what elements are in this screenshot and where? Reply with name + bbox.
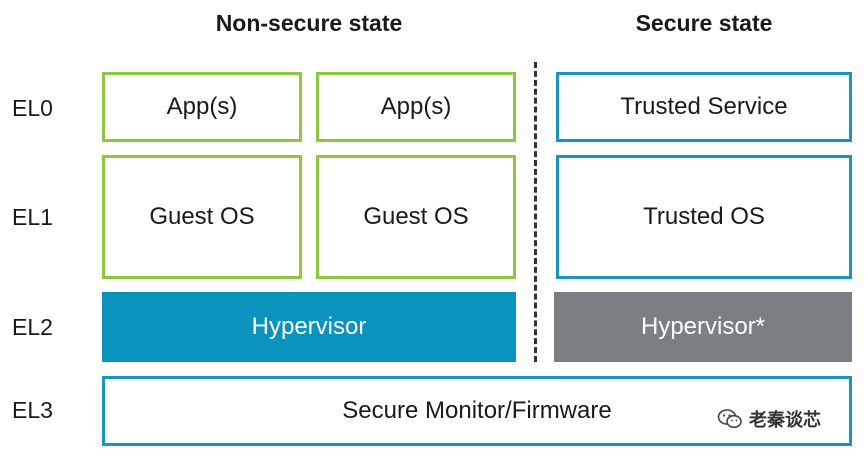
trusted-os-box: Trusted OS xyxy=(556,155,852,279)
wechat-icon xyxy=(717,408,743,430)
el0-label: EL0 xyxy=(12,95,53,121)
secure-heading: Secure state xyxy=(635,10,773,36)
trusted-service-box: Trusted Service xyxy=(556,72,852,142)
non-secure-app-box-1: App(s) xyxy=(102,72,302,142)
secure-hypervisor-box: Hypervisor* xyxy=(554,292,852,362)
el3-label: EL3 xyxy=(12,397,53,423)
hypervisor-box: Hypervisor xyxy=(102,292,516,362)
el2-label: EL2 xyxy=(12,314,53,340)
guest-os-box-1: Guest OS xyxy=(102,155,302,279)
watermark-text: 老秦谈芯 xyxy=(749,410,821,430)
non-secure-heading: Non-secure state xyxy=(215,10,403,36)
non-secure-app-box-2: App(s) xyxy=(316,72,516,142)
guest-os-box-2: Guest OS xyxy=(316,155,516,279)
watermark: 老秦谈芯 xyxy=(717,406,821,432)
state-divider xyxy=(534,62,537,362)
el1-label: EL1 xyxy=(12,204,53,230)
secure-monitor-box: Secure Monitor/Firmware xyxy=(102,376,852,446)
